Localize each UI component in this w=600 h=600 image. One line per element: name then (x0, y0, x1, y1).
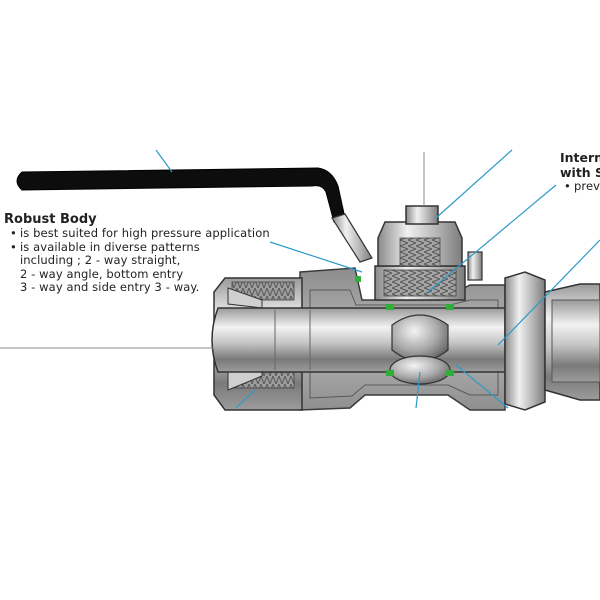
bullet-dot: • (10, 226, 17, 240)
bonnet (374, 205, 483, 301)
callout-bullet-text: prev (574, 179, 600, 193)
valve-handle (16, 167, 373, 263)
bullet-dot: • (10, 239, 17, 254)
callout-title: Interna (560, 150, 600, 165)
callout-bullet: •is best suited for high pressure applic… (4, 226, 270, 241)
bullet-dot: • (564, 179, 571, 193)
valve-ball (389, 314, 451, 385)
callout-bullet: •prev (560, 179, 600, 194)
callout-bullet: •is available in diverse patterns (4, 239, 270, 255)
callout-title: Robust Body (4, 212, 97, 227)
robust-body-callout: Robust Body •is best suited for high pre… (4, 212, 270, 295)
internal-callout: Interna with S •prev (560, 150, 600, 194)
callout-title-line2: with S (560, 165, 600, 180)
right-end-fitting (504, 271, 600, 411)
callout-continuation: 2 - way angle, bottom entry (20, 266, 184, 281)
flow-tube (211, 307, 506, 373)
callout-continuation: 3 - way and side entry 3 - way. (20, 280, 200, 294)
guide-lines (0, 152, 425, 349)
callout-leader-lines (155, 149, 600, 409)
callout-bullet-text: is best suited for high pressure applica… (20, 226, 270, 240)
callout-bullet-text: is available in diverse patterns (20, 239, 200, 254)
callout-continuation: including ; 2 - way straight, (20, 253, 181, 267)
